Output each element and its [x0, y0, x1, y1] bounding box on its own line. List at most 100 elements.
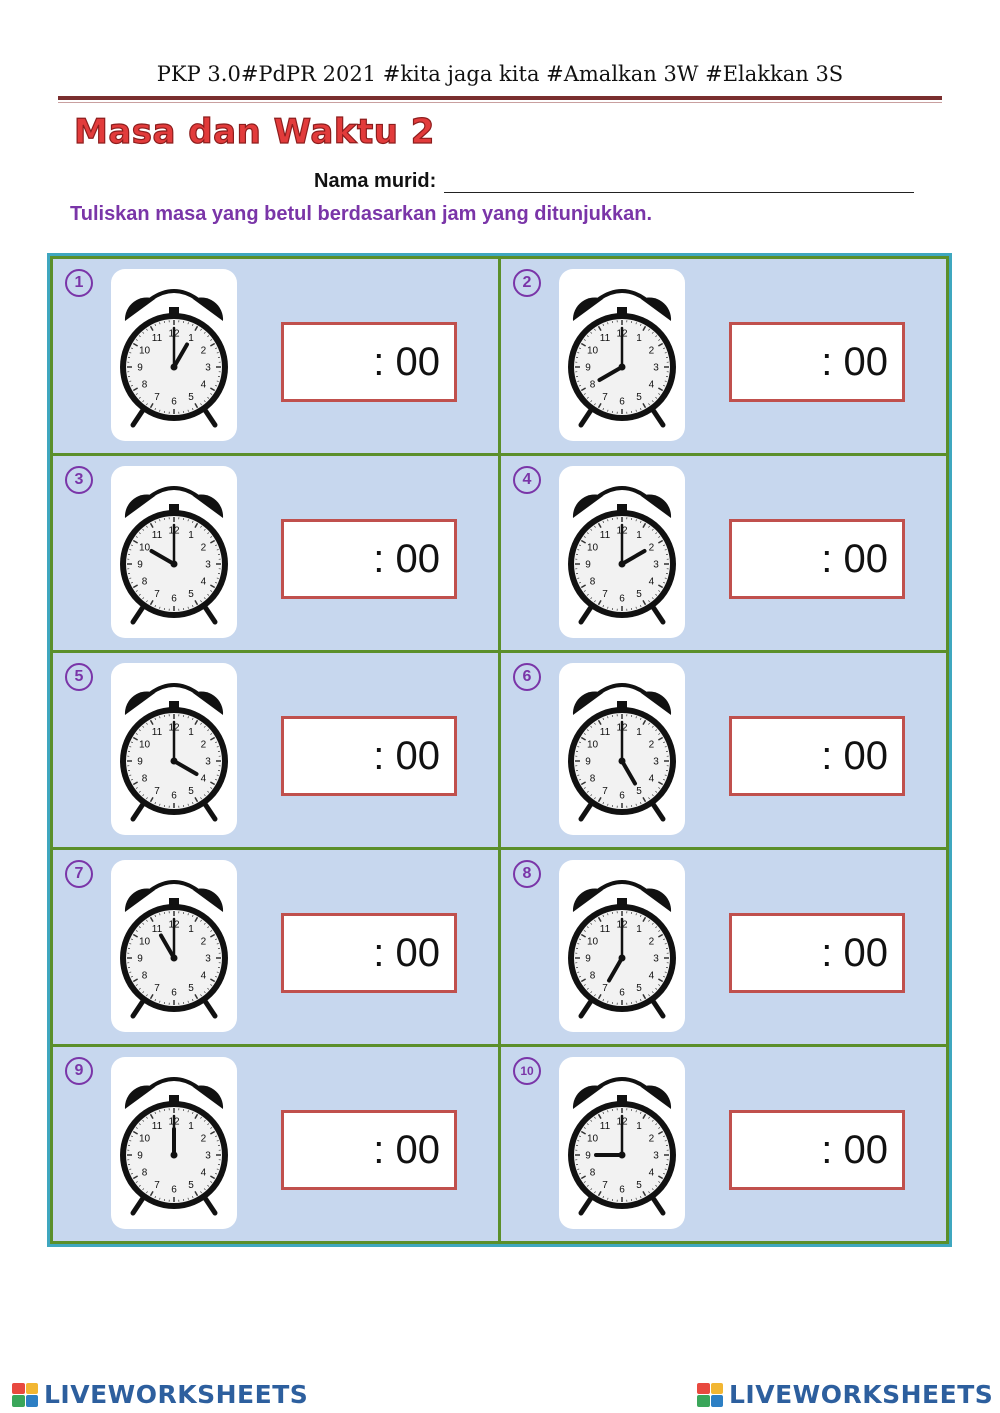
svg-text:4: 4 — [201, 1168, 207, 1179]
svg-text:2: 2 — [201, 543, 207, 554]
svg-text:4: 4 — [649, 577, 655, 588]
footer-brand: LIVEWORKSHEETS — [729, 1380, 994, 1409]
answer-box: : 00 — [281, 913, 457, 993]
svg-text:6: 6 — [171, 988, 177, 999]
svg-text:6: 6 — [619, 594, 625, 605]
svg-text:3: 3 — [205, 560, 211, 571]
svg-text:11: 11 — [152, 727, 163, 738]
header-divider-thin — [58, 102, 942, 103]
answer-box: : 00 — [729, 1110, 905, 1190]
hour-answer-input[interactable] — [303, 929, 374, 977]
svg-text:5: 5 — [188, 1180, 194, 1191]
svg-text:4: 4 — [201, 577, 207, 588]
alarm-clock-image: 121234567891011 — [559, 466, 685, 638]
minutes-suffix: : 00 — [821, 930, 888, 975]
svg-text:10: 10 — [587, 740, 599, 751]
minutes-suffix: : 00 — [373, 536, 440, 581]
svg-text:10: 10 — [587, 1134, 599, 1145]
svg-text:7: 7 — [602, 589, 608, 600]
svg-text:8: 8 — [590, 577, 596, 588]
svg-text:5: 5 — [636, 1180, 642, 1191]
svg-text:3: 3 — [653, 1151, 659, 1162]
question-cell: 6121234567891011: 00 — [501, 653, 946, 847]
svg-text:6: 6 — [171, 397, 177, 408]
hour-answer-input[interactable] — [303, 338, 374, 386]
svg-text:8: 8 — [142, 774, 148, 785]
svg-text:2: 2 — [649, 740, 655, 751]
alarm-clock-image: 121234567891011 — [111, 860, 237, 1032]
hour-answer-input[interactable] — [303, 535, 374, 583]
hour-answer-input[interactable] — [751, 338, 822, 386]
question-cell: 5121234567891011: 00 — [53, 653, 498, 847]
svg-text:8: 8 — [590, 774, 596, 785]
question-number: 1 — [65, 269, 93, 297]
hour-answer-input[interactable] — [751, 1126, 822, 1174]
alarm-clock-icon: 121234567891011 — [568, 486, 676, 625]
svg-text:11: 11 — [600, 530, 611, 541]
question-cell: 10121234567891011: 00 — [501, 1047, 946, 1241]
svg-text:10: 10 — [139, 1134, 151, 1145]
hour-answer-input[interactable] — [303, 1126, 374, 1174]
minutes-suffix: : 00 — [373, 1127, 440, 1172]
svg-text:5: 5 — [188, 589, 194, 600]
alarm-clock-image: 121234567891011 — [559, 1057, 685, 1229]
alarm-clock-image: 121234567891011 — [111, 663, 237, 835]
svg-text:2: 2 — [201, 740, 207, 751]
alarm-clock-image: 121234567891011 — [111, 269, 237, 441]
svg-text:9: 9 — [585, 757, 591, 768]
svg-text:5: 5 — [636, 589, 642, 600]
svg-text:10: 10 — [139, 543, 151, 554]
minutes-suffix: : 00 — [373, 930, 440, 975]
svg-text:5: 5 — [636, 786, 642, 797]
footer-logo-left: LIVEWORKSHEETS — [12, 1380, 308, 1409]
svg-text:4: 4 — [649, 1168, 655, 1179]
svg-text:9: 9 — [585, 954, 591, 965]
footer-logo-right: LIVEWORKSHEETS — [697, 1380, 993, 1409]
svg-text:2: 2 — [201, 346, 207, 357]
svg-text:3: 3 — [653, 560, 659, 571]
header-text: PKP 3.0#PdPR 2021 #kita jaga kita #Amalk… — [156, 62, 844, 86]
question-number: 9 — [65, 1057, 93, 1085]
svg-text:6: 6 — [619, 1185, 625, 1196]
svg-text:11: 11 — [152, 1121, 163, 1132]
header-divider — [58, 96, 942, 100]
minutes-suffix: : 00 — [821, 733, 888, 778]
hour-answer-input[interactable] — [751, 535, 822, 583]
question-number: 8 — [513, 860, 541, 888]
alarm-clock-image: 121234567891011 — [111, 1057, 237, 1229]
svg-text:7: 7 — [602, 1180, 608, 1191]
alarm-clock-image: 121234567891011 — [559, 663, 685, 835]
svg-text:10: 10 — [139, 937, 151, 948]
svg-text:1: 1 — [188, 1121, 194, 1132]
svg-text:9: 9 — [137, 757, 143, 768]
svg-text:6: 6 — [619, 397, 625, 408]
question-number: 4 — [513, 466, 541, 494]
hour-answer-input[interactable] — [303, 732, 374, 780]
question-number: 3 — [65, 466, 93, 494]
question-cell: 9121234567891011: 00 — [53, 1047, 498, 1241]
svg-text:1: 1 — [188, 727, 194, 738]
alarm-clock-icon: 121234567891011 — [568, 1077, 676, 1216]
hour-answer-input[interactable] — [751, 929, 822, 977]
svg-text:1: 1 — [188, 333, 194, 344]
alarm-clock-icon: 121234567891011 — [568, 683, 676, 822]
svg-text:10: 10 — [139, 346, 151, 357]
svg-text:9: 9 — [585, 363, 591, 374]
minutes-suffix: : 00 — [373, 733, 440, 778]
svg-text:6: 6 — [171, 1185, 177, 1196]
svg-text:10: 10 — [587, 937, 599, 948]
alarm-clock-icon: 121234567891011 — [568, 289, 676, 428]
svg-text:8: 8 — [142, 1168, 148, 1179]
alarm-clock-icon: 121234567891011 — [120, 1077, 228, 1216]
svg-text:8: 8 — [590, 1168, 596, 1179]
student-name-field[interactable] — [444, 171, 915, 193]
svg-text:1: 1 — [636, 333, 642, 344]
liveworksheets-logo-icon — [697, 1382, 723, 1407]
svg-text:9: 9 — [137, 1151, 143, 1162]
minutes-suffix: : 00 — [821, 1127, 888, 1172]
hour-answer-input[interactable] — [751, 732, 822, 780]
svg-text:8: 8 — [590, 380, 596, 391]
answer-box: : 00 — [729, 322, 905, 402]
svg-text:11: 11 — [600, 333, 611, 344]
question-number: 10 — [513, 1057, 541, 1085]
